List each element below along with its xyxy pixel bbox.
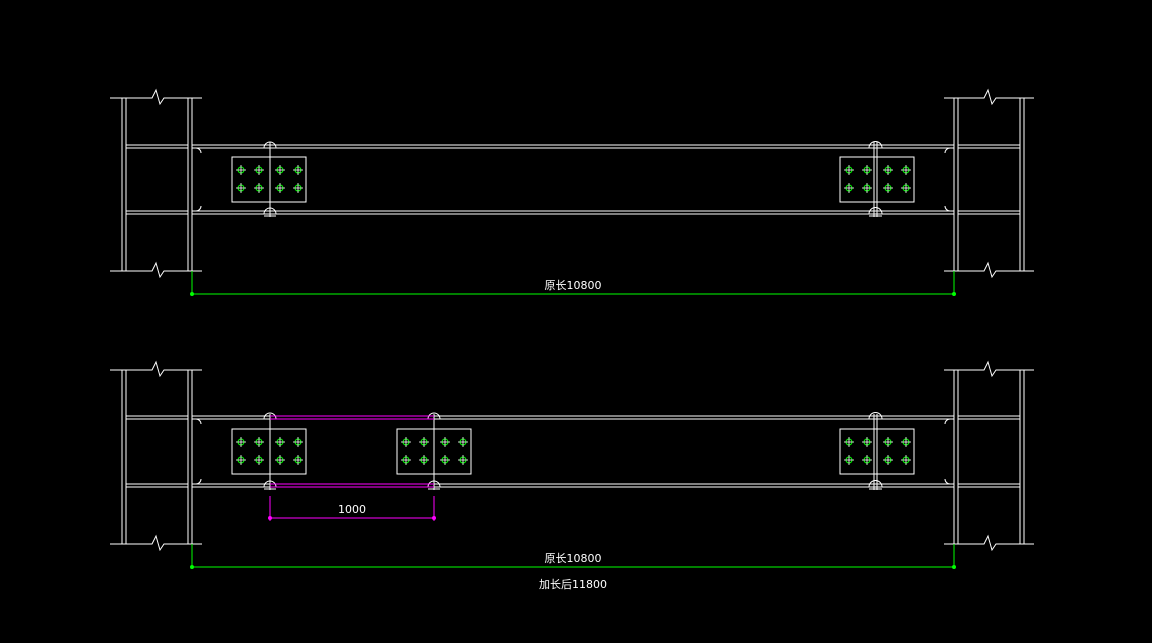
bottom-right-splice-plate bbox=[839, 428, 915, 475]
insert-length-label: 1000 bbox=[338, 503, 366, 516]
insert-dimension bbox=[268, 496, 436, 521]
top-left-splice-plate bbox=[231, 156, 307, 203]
bottom-left-column bbox=[110, 360, 202, 552]
bottom-dimension bbox=[190, 544, 956, 569]
top-right-column bbox=[944, 88, 1034, 279]
top-left-column bbox=[110, 88, 202, 279]
bottom-right-column bbox=[944, 360, 1034, 552]
top-drawing bbox=[110, 88, 1034, 279]
bottom-left-splice-plate bbox=[231, 428, 307, 475]
top-bolts bbox=[236, 165, 911, 193]
bottom-beam bbox=[192, 412, 954, 490]
bottom-bolts bbox=[236, 437, 911, 465]
top-original-length-label: 原长10800 bbox=[545, 279, 602, 292]
inserted-segment bbox=[270, 415, 434, 488]
bottom-middle-splice-plate bbox=[396, 428, 472, 475]
top-beam bbox=[192, 141, 954, 217]
bottom-extended-length-label: 加长后11800 bbox=[539, 578, 607, 591]
top-right-splice-plate bbox=[839, 156, 915, 203]
bottom-original-length-label: 原长10800 bbox=[545, 552, 602, 565]
bottom-drawing bbox=[110, 360, 1034, 552]
top-dimension bbox=[190, 271, 956, 296]
